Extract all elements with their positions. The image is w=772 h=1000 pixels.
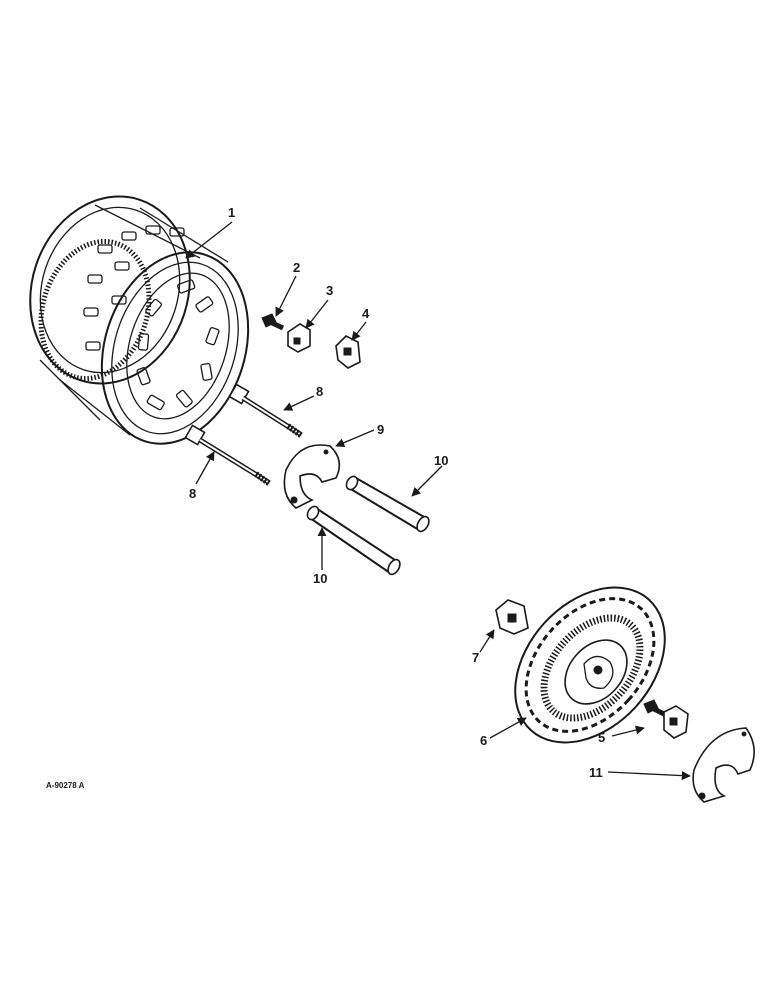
long-bolt-upper	[228, 383, 304, 439]
drawing-id: A-90278 A	[46, 781, 85, 790]
rim-clamp	[287, 323, 311, 353]
wheel-rim	[29, 195, 250, 445]
callout-10-upper: 10	[434, 453, 448, 468]
long-bolt-lower	[184, 424, 272, 487]
callout-6: 6	[480, 733, 487, 748]
rim-clip	[335, 335, 361, 369]
callouts: 1 2 3 4 8 8 9 10 10 7 6 5 11 A-90278 A	[46, 205, 605, 790]
callout-9: 9	[377, 422, 384, 437]
front-rim-slots	[136, 279, 220, 411]
callout-5: 5	[598, 730, 605, 745]
callout-10-lower: 10	[313, 571, 327, 586]
disc-bolt-clamp	[643, 699, 689, 739]
callout-4: 4	[362, 306, 370, 321]
callout-8-upper: 8	[316, 384, 323, 399]
callout-1: 1	[228, 205, 235, 220]
wheel-disc	[514, 586, 666, 744]
callout-2: 2	[293, 260, 300, 275]
rim-slots	[83, 225, 185, 351]
callout-7: 7	[472, 650, 479, 665]
leader-lines	[185, 221, 691, 781]
disc-clamp	[495, 599, 529, 635]
spacer-plate	[283, 444, 341, 509]
spacer-tube-lower	[306, 505, 401, 576]
callout-11: 11	[589, 765, 603, 780]
callout-8-lower: 8	[189, 486, 196, 501]
disc-plate	[692, 727, 755, 803]
callout-3: 3	[326, 283, 333, 298]
clamp-bolt	[261, 313, 285, 331]
spacer-tube-upper	[345, 475, 430, 533]
